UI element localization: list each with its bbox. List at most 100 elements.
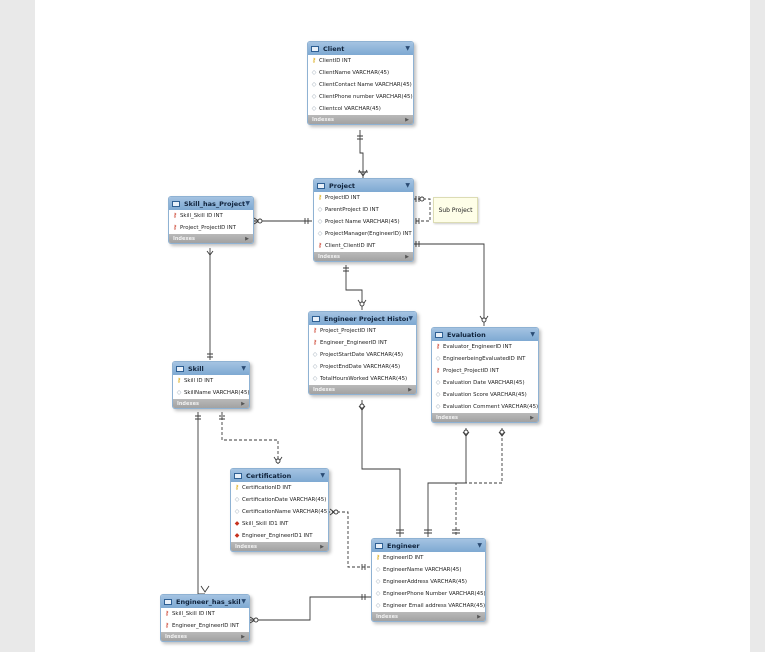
attribute-icon: ◇ [375,578,381,585]
column-row[interactable]: ⚷EngineerID INT [372,552,485,564]
attribute-icon: ◇ [435,391,441,398]
collapse-arrow-icon[interactable]: ▼ [405,45,410,52]
expand-arrow-icon[interactable]: ▶ [241,633,245,640]
collapse-arrow-icon[interactable]: ▼ [241,365,246,372]
column-row[interactable]: ◇Evaluation Date VARCHAR(45) [432,377,538,389]
indexes-bar[interactable]: Indexes ▶ [372,612,485,621]
table-header[interactable]: Skill▼ [173,362,249,375]
table-header[interactable]: Engineer Project History▼ [309,312,416,325]
indexes-bar[interactable]: Indexes▶ [432,413,538,422]
column-row[interactable]: ◇EngineerName VARCHAR(45) [372,564,485,576]
column-label: CertificationName VARCHAR(45) [242,509,329,515]
collapse-arrow-icon[interactable]: ▼ [405,182,410,189]
column-label: CertificationDate VARCHAR(45) [242,497,327,503]
column-row[interactable]: ⚷Project_ProjectID INT [309,325,416,337]
indexes-bar[interactable]: Indexes▶ [173,399,249,408]
column-row[interactable]: ⚷Skill ID INT [173,375,249,387]
collapse-arrow-icon[interactable]: ▼ [477,542,482,549]
table-header[interactable]: Client▼ [308,42,413,55]
column-row[interactable]: ⚷Skill_Skill ID INT [169,210,253,222]
column-label: Evaluation Date VARCHAR(45) [443,380,525,386]
collapse-arrow-icon[interactable]: ▼ [408,315,413,322]
table-project[interactable]: Project▼⚷ProjectID INT◇ParentProject ID … [313,178,414,262]
column-row[interactable]: ◇CertificationDate VARCHAR(45) [231,494,328,506]
collapse-arrow-icon[interactable]: ▼ [241,598,246,605]
column-row[interactable]: ◆Engineer_EngineerID1 INT [231,530,328,542]
column-row[interactable]: ◇ProjectManager(EngineerID) INT [314,228,413,240]
rel-project-subproject [413,198,431,222]
foreign-key-icon: ⚷ [164,622,170,629]
attribute-icon: ◇ [312,375,318,382]
collapse-arrow-icon[interactable]: ▼ [530,331,535,338]
table-header[interactable]: Project▼ [314,179,413,192]
indexes-bar[interactable]: Indexes ▶ [309,385,416,394]
column-row[interactable]: ⚷Client_ClientID INT [314,240,413,252]
table-icon [311,45,319,52]
column-row[interactable]: ⚷Engineer_EngineerID INT [161,620,249,632]
column-row[interactable]: ◇EngineerAddress VARCHAR(45) [372,576,485,588]
expand-arrow-icon[interactable]: ▶ [477,613,481,620]
indexes-bar[interactable]: Indexes▶ [231,542,328,551]
column-row[interactable]: ◇ProjectStartDate VARCHAR(45) [309,349,416,361]
column-row[interactable]: ◇EngineerPhone Number VARCHAR(45) [372,588,485,600]
column-row[interactable]: ◇TotalHoursWorked VARCHAR(45) [309,373,416,385]
table-title: Evaluation [447,330,486,339]
indexes-bar[interactable]: Indexes▶ [169,234,253,243]
collapse-arrow-icon[interactable]: ▼ [245,200,250,207]
column-row[interactable]: ◇ClientPhone number VARCHAR(45) [308,91,413,103]
column-row[interactable]: ◇ClientContact Name VARCHAR(45) [308,79,413,91]
table-client[interactable]: Client▼⚷ClientID INT◇ClientName VARCHAR(… [307,41,414,125]
table-evaluation[interactable]: Evaluation▼⚷Evaluator_EngineerID INT◇Eng… [431,327,539,423]
table-skill-has-project[interactable]: Skill_has_Project▼⚷Skill_Skill ID INT⚷Pr… [168,196,254,244]
indexes-bar[interactable]: Indexes▶ [161,632,249,641]
column-label: Clientcol VARCHAR(45) [319,106,381,112]
expand-arrow-icon[interactable]: ▶ [245,235,249,242]
expand-arrow-icon[interactable]: ▶ [408,386,412,393]
indexes-label: Indexes [376,613,398,620]
indexes-bar[interactable]: Indexes▶ [308,115,413,124]
column-row[interactable]: ⚷ClientID INT [308,55,413,67]
primary-key-icon: ⚷ [317,194,323,201]
column-row[interactable]: ◇Evaluation Score VARCHAR(45) [432,389,538,401]
table-engineer[interactable]: Engineer▼⚷EngineerID INT◇EngineerName VA… [371,538,486,622]
table-engineer-project-history[interactable]: Engineer Project History▼⚷Project_Projec… [308,311,417,395]
table-header[interactable]: Evaluation ▼ [432,328,538,341]
table-skill[interactable]: Skill▼⚷Skill ID INT◇SkillName VARCHAR(45… [172,361,250,409]
column-label: EngineerbeingEvaluatedID INT [443,356,526,362]
table-header[interactable]: Engineer_has_skill▼ [161,595,249,608]
expand-arrow-icon[interactable]: ▶ [405,253,409,260]
column-row[interactable]: ⚷Skill_Skill ID INT [161,608,249,620]
expand-arrow-icon[interactable]: ▶ [530,414,534,421]
table-engineer-has-skill[interactable]: Engineer_has_skill▼⚷Skill_Skill ID INT⚷E… [160,594,250,642]
column-row[interactable]: ◇Engineer Email address VARCHAR(45) [372,600,485,612]
column-row[interactable]: ◇EngineerbeingEvaluatedID INT [432,353,538,365]
column-row[interactable]: ⚷Evaluator_EngineerID INT [432,341,538,353]
rel-client-project [359,130,364,178]
expand-arrow-icon[interactable]: ▶ [320,543,324,550]
column-row[interactable]: ⚷Project_ProjectID INT [432,365,538,377]
collapse-arrow-icon[interactable]: ▼ [320,472,325,479]
column-row[interactable]: ⚷Engineer_EngineerID INT [309,337,416,349]
expand-arrow-icon[interactable]: ▶ [405,116,409,123]
column-row[interactable]: ◇Evaluation Comment VARCHAR(45) [432,401,538,413]
attribute-icon: ◇ [234,496,240,503]
table-header[interactable]: Engineer▼ [372,539,485,552]
column-row[interactable]: ◇SkillName VARCHAR(45) [173,387,249,399]
column-row[interactable]: ⚷ProjectID INT [314,192,413,204]
table-header[interactable]: Skill_has_Project▼ [169,197,253,210]
column-row[interactable]: ⚷Project_ProjectID INT [169,222,253,234]
column-row[interactable]: ◇ProjectEndDate VARCHAR(45) [309,361,416,373]
column-row[interactable]: ◇Project Name VARCHAR(45) [314,216,413,228]
table-certification[interactable]: Certification▼⚷CertificationID INT◇Certi… [230,468,329,552]
column-row[interactable]: ◇CertificationName VARCHAR(45) [231,506,328,518]
column-row[interactable]: ◇ParentProject ID INT [314,204,413,216]
indexes-bar[interactable]: Indexes▶ [314,252,413,261]
column-row[interactable]: ◆Skill_Skill ID1 INT [231,518,328,530]
expand-arrow-icon[interactable]: ▶ [241,400,245,407]
indexes-label: Indexes [313,386,335,393]
table-header[interactable]: Certification▼ [231,469,328,482]
column-row[interactable]: ⚷CertificationID INT [231,482,328,494]
attribute-icon: ◇ [435,403,441,410]
column-row[interactable]: ◇ClientName VARCHAR(45) [308,67,413,79]
column-row[interactable]: ◇Clientcol VARCHAR(45) [308,103,413,115]
